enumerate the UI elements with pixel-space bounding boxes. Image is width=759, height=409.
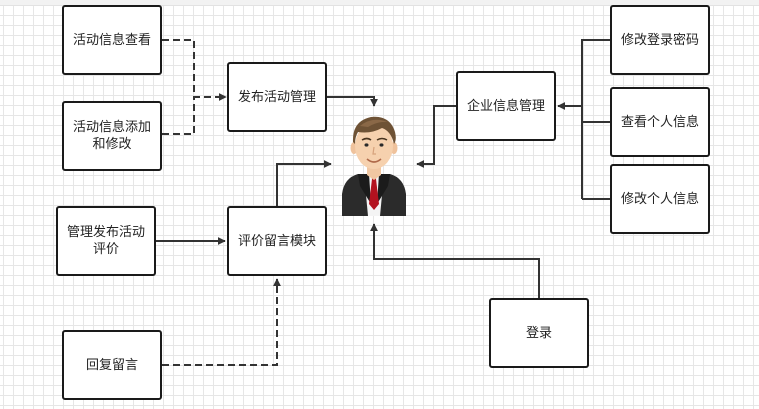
node-edit-personal-info: 修改个人信息 [610,164,710,234]
node-activity-edit: 活动信息添加 和修改 [62,101,162,171]
canvas-top-edge [0,0,759,6]
connector-publish-to-avatar [327,96,378,107]
node-enterprise-info-management: 企业信息管理 [456,71,556,141]
node-manage-activity-evaluation: 管理发布活动 评价 [56,206,156,276]
node-reply-message: 回复留言 [62,330,162,400]
businessman-avatar-icon [342,116,406,216]
node-login: 登录 [489,298,589,368]
node-evaluation-message-module: 评价留言模块 [227,206,327,276]
node-change-login-password: 修改登录密码 [610,5,710,75]
connector-login-to-avatar [370,223,540,298]
connector-activity-view-to-publish [162,39,227,101]
connector-reply-to-eval [162,278,281,366]
connector-change-password-trunk [581,39,610,199]
node-view-personal-info: 查看个人信息 [610,87,710,157]
node-activity-view: 活动信息查看 [62,5,162,75]
node-publish-activity-management: 发布活动管理 [227,62,327,132]
connector-activity-edit-to-publish [162,97,195,135]
connector-eval-to-avatar [276,160,332,206]
connector-enterprise-to-avatar [416,105,456,168]
